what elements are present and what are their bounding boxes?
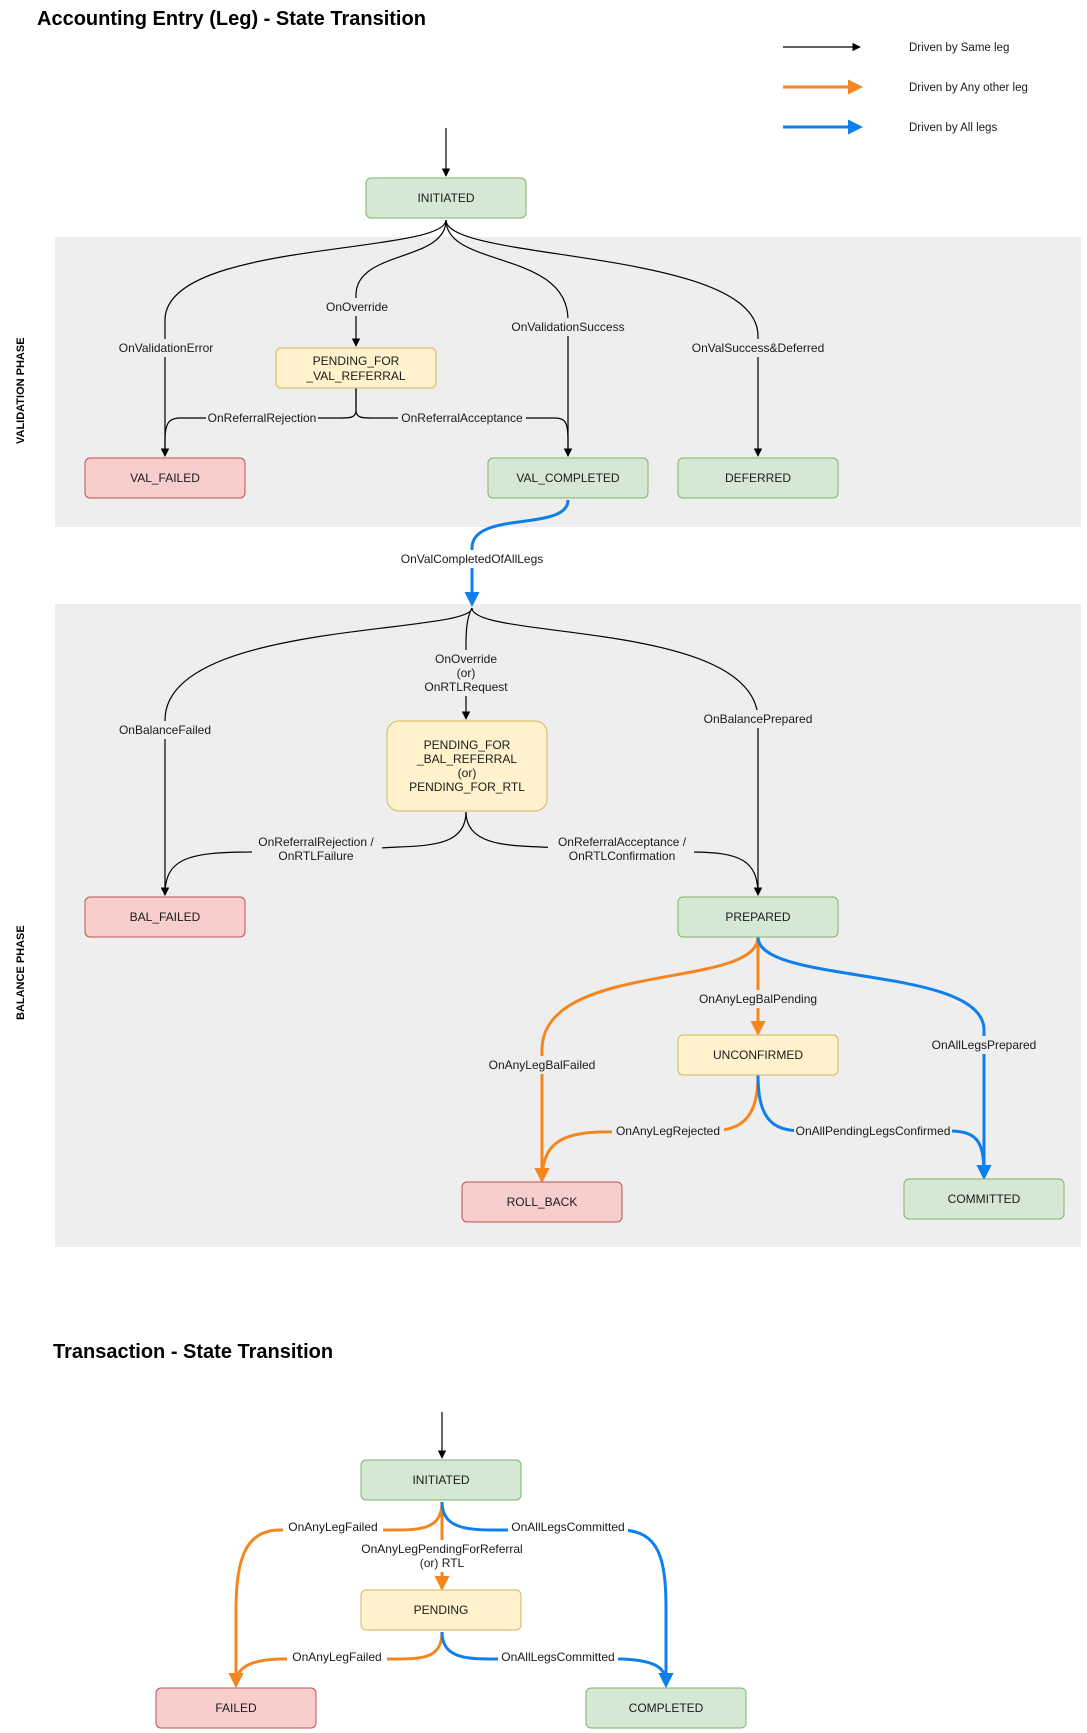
edge-prepared-rollback <box>534 936 760 1183</box>
label-on-all-legs-prepared: OnAllLegsPrepared <box>932 1038 1037 1052</box>
edge-initiated-pendingval <box>351 219 447 347</box>
node-initiated-label: INITIATED <box>417 191 474 205</box>
label-on-balance-failed: OnBalanceFailed <box>119 723 211 737</box>
tx-label-all-legs-committed: OnAllLegsCommitted <box>511 1520 624 1534</box>
label-on-override: OnOverride <box>326 300 388 314</box>
legend-same-leg: Driven by Same leg <box>909 42 1009 54</box>
tx-label-any-leg-failed: OnAnyLegFailed <box>288 1520 377 1534</box>
label-on-validation-error: OnValidationError <box>119 341 214 355</box>
node-deferred: DEFERRED <box>677 457 839 499</box>
tx-edge-initiated-failed <box>228 1501 444 1688</box>
node-val-failed: VAL_FAILED <box>84 457 246 499</box>
node-prepared: PREPARED <box>677 896 839 938</box>
node-pending-val-referral: PENDING_FOR _VAL_REFERRAL <box>275 347 437 389</box>
node-pending-bal-line1: PENDING_FOR <box>424 738 511 752</box>
tx-node-failed-label: FAILED <box>215 1701 257 1715</box>
label-on-referral-rejection-rtl: OnReferralRejection / <box>258 835 374 849</box>
node-pending-bal-referral: PENDING_FOR _BAL_REFERRAL (or) PENDING_F… <box>386 720 548 812</box>
validation-phase-label: VALIDATION PHASE <box>15 337 27 444</box>
legend-all-legs: Driven by All legs <box>909 122 997 134</box>
node-bal-failed: BAL_FAILED <box>84 896 246 938</box>
label-on-val-completed-all-legs: OnValCompletedOfAllLegs <box>401 552 544 566</box>
node-pending-val-line1: PENDING_FOR <box>313 354 400 368</box>
label-on-referral-acceptance: OnReferralAcceptance <box>401 411 523 425</box>
label-on-referral-rejection: OnReferralRejection <box>208 411 317 425</box>
edge-initiated-valfailed <box>160 219 447 457</box>
tx-node-completed: COMPLETED <box>585 1687 747 1729</box>
edge-initiated-deferred <box>445 219 763 457</box>
label-on-any-leg-bal-failed: OnAnyLegBalFailed <box>489 1058 596 1072</box>
tx-label-any-leg-failed-2: OnAnyLegFailed <box>292 1650 381 1664</box>
node-committed-label: COMMITTED <box>948 1192 1021 1206</box>
label-on-referral-acceptance-rtl: OnReferralAcceptance / <box>558 835 687 849</box>
label-on-val-success-deferred: OnValSuccess&Deferred <box>692 341 825 355</box>
node-prepared-label: PREPARED <box>725 910 790 924</box>
tx-label-any-leg-pending: OnAnyLegPendingForReferral <box>361 1542 522 1556</box>
node-roll-back-label: ROLL_BACK <box>507 1195 578 1209</box>
edge-prepared-committed <box>756 936 992 1180</box>
node-unconfirmed: UNCONFIRMED <box>677 1034 839 1076</box>
edge-hub-balfailed <box>160 607 473 896</box>
node-deferred-label: DEFERRED <box>725 471 791 485</box>
label-on-any-leg-rejected: OnAnyLegRejected <box>616 1124 720 1138</box>
label-or-1: (or) <box>457 666 476 680</box>
tx-node-completed-label: COMPLETED <box>629 1701 704 1715</box>
main-title: Accounting Entry (Leg) - State Transitio… <box>37 8 426 30</box>
node-pending-bal-line4: PENDING_FOR_RTL <box>409 780 525 794</box>
node-committed: COMMITTED <box>903 1178 1065 1220</box>
tx-node-pending-label: PENDING <box>414 1603 469 1617</box>
label-on-validation-success: OnValidationSuccess <box>511 320 624 334</box>
tx-node-initiated-label: INITIATED <box>412 1473 469 1487</box>
node-val-failed-label: VAL_FAILED <box>130 471 200 485</box>
transaction-title: Transaction - State Transition <box>53 1341 333 1363</box>
node-initiated: INITIATED <box>365 177 527 219</box>
label-on-rtl-failure: OnRTLFailure <box>278 849 353 863</box>
legend-any-other-leg: Driven by Any other leg <box>909 82 1028 94</box>
tx-label-or-rtl: (or) RTL <box>420 1556 465 1570</box>
label-on-balance-prepared: OnBalancePrepared <box>704 712 813 726</box>
node-roll-back: ROLL_BACK <box>461 1181 623 1223</box>
tx-label-all-legs-committed-2: OnAllLegsCommitted <box>501 1650 614 1664</box>
label-on-all-pending-legs-confirmed: OnAllPendingLegsConfirmed <box>796 1124 951 1138</box>
node-val-completed: VAL_COMPLETED <box>487 457 649 499</box>
node-pending-bal-line2: _BAL_REFERRAL <box>416 752 517 766</box>
node-val-completed-label: VAL_COMPLETED <box>516 471 619 485</box>
balance-phase-label: BALANCE PHASE <box>15 925 27 1020</box>
label-on-rtl-request: OnRTLRequest <box>424 680 508 694</box>
edge-hub-prepared <box>471 607 763 896</box>
label-on-override-2: OnOverride <box>435 652 497 666</box>
label-on-any-leg-bal-pending: OnAnyLegBalPending <box>699 992 817 1006</box>
tx-edge-pending-failed <box>228 1631 444 1688</box>
tx-node-pending: PENDING <box>360 1589 522 1631</box>
tx-node-failed: FAILED <box>155 1687 317 1729</box>
edge-valcompleted-balance <box>464 499 570 607</box>
node-pending-bal-line3: (or) <box>458 766 477 780</box>
legend: Driven by Same leg Driven by Any other l… <box>783 42 1028 135</box>
node-bal-failed-label: BAL_FAILED <box>130 910 201 924</box>
node-pending-val-line2: _VAL_REFERRAL <box>305 369 405 383</box>
edge-initiated-valcompleted <box>445 219 573 457</box>
node-unconfirmed-label: UNCONFIRMED <box>713 1048 803 1062</box>
label-on-rtl-confirmation: OnRTLConfirmation <box>569 849 676 863</box>
tx-node-initiated: INITIATED <box>360 1459 522 1501</box>
